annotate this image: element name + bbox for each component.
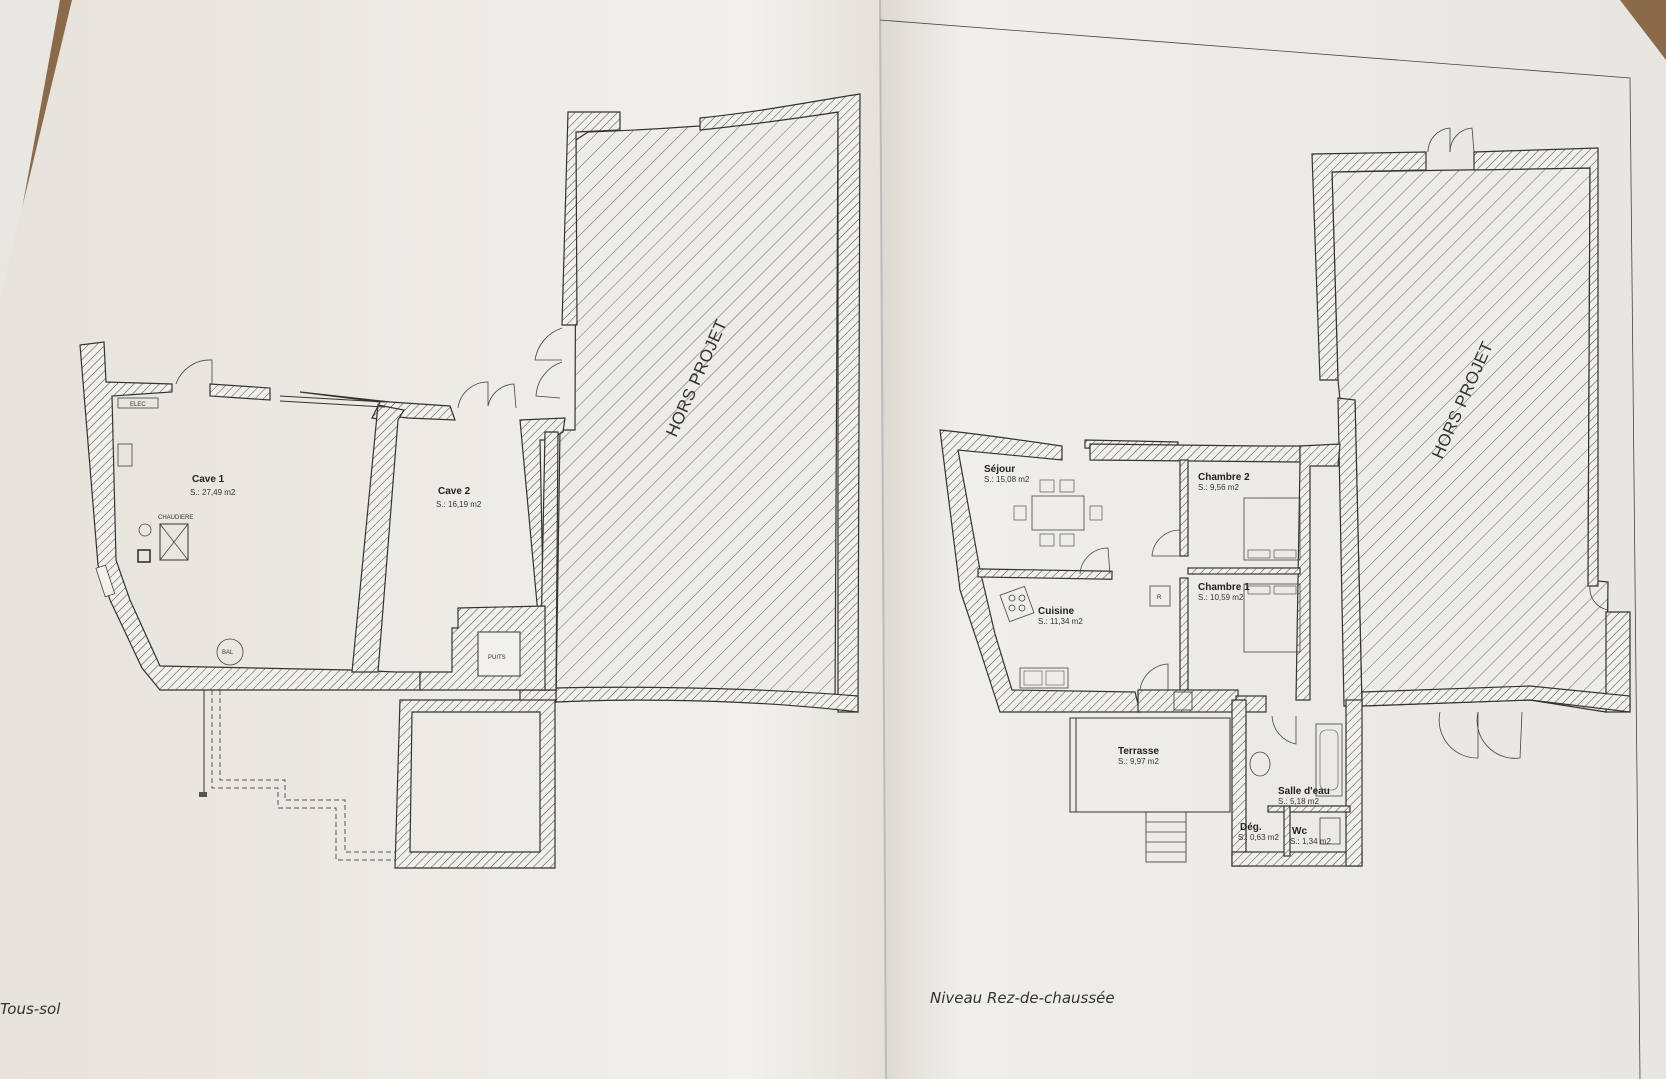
- house-outer-wall: [939, 429, 1141, 713]
- wall-bath-wc: [1267, 805, 1351, 813]
- wall-bath-bottom: [1231, 851, 1363, 867]
- sejour-name: Séjour: [984, 464, 1015, 475]
- cave-outer-wall: [79, 341, 421, 691]
- chambre2-area: S.: 9,56 m2: [1198, 483, 1239, 492]
- wall-sejour-chambre2: [1179, 459, 1189, 557]
- annex-wall: [394, 699, 556, 869]
- wall-deg-wc: [1283, 805, 1291, 857]
- wall-bath-right: [1345, 699, 1363, 867]
- terrasse-name: Terrasse: [1118, 746, 1159, 757]
- dining-table-icon: [1013, 479, 1103, 547]
- chambre1-name: Chambre 1: [1198, 582, 1250, 593]
- deg-name: Dég.: [1240, 822, 1262, 833]
- puits-label: PUITS: [488, 655, 506, 661]
- hors-side-door: [1589, 585, 1609, 611]
- side-door-swing-2: [535, 361, 563, 399]
- hors-door-top: [1427, 127, 1451, 153]
- left-dashed-outline-2: [211, 690, 395, 861]
- right-plan: R Séjour S.: 15,08 m2 Chambre 2 S.: 9,56…: [930, 127, 1631, 1007]
- left-hors-projet-wall-bottom: [555, 686, 859, 713]
- bed-chambre2-icon: [1243, 497, 1301, 561]
- cuisine-door: [1139, 663, 1169, 691]
- terrace-stairs: [1145, 811, 1187, 863]
- salle-deau-area: S.: 5,18 m2: [1278, 797, 1319, 806]
- bal-tank-icon: [216, 638, 244, 666]
- right-hors-projet-wall-top: [1473, 147, 1599, 587]
- bal-label: BAL: [222, 650, 234, 656]
- fridge-icon: [1149, 585, 1171, 607]
- cuisine-name: Cuisine: [1038, 606, 1075, 617]
- cave2-area: S.: 16,19 m2: [436, 500, 482, 509]
- cave2-door-swing: [457, 381, 489, 409]
- stair-hatch: [1173, 691, 1193, 711]
- chambre2-door: [1151, 529, 1181, 557]
- boiler-icon: [159, 523, 189, 561]
- cuisine-area: S.: 11,34 m2: [1038, 617, 1083, 626]
- house-top-wall-2: [1089, 443, 1301, 463]
- boiler-cross-2: [159, 523, 189, 561]
- round-tank-icon: [138, 523, 152, 537]
- elec-panel: [117, 397, 159, 409]
- elec-label: ELEC: [130, 402, 146, 408]
- left-level-label: Tous-sol: [0, 1000, 61, 1018]
- fridge-label: R: [1157, 595, 1162, 601]
- right-level-label: Niveau Rez-de-chaussée: [930, 989, 1115, 1007]
- hors-door-bottom-2: [1476, 711, 1523, 759]
- sheet-fold: [879, 0, 887, 1079]
- cave1-window: [95, 564, 116, 598]
- wc-area: S.: 1,34 m2: [1290, 837, 1331, 846]
- window-top-cave1-2: [279, 400, 386, 408]
- window-top-cave1: [279, 395, 386, 403]
- deg-area: S.: 0,63 m2: [1238, 833, 1279, 842]
- cave1-door-swing: [175, 359, 213, 385]
- right-sheet-border: [879, 19, 1641, 1079]
- cave1-area: S.: 27,49 m2: [190, 488, 236, 497]
- kitchen-sink-icon: [1019, 667, 1069, 689]
- wall-chambre2-chambre1: [1187, 567, 1301, 575]
- left-dashed-outline: [219, 690, 395, 853]
- sink-icon: [117, 443, 133, 467]
- terrasse-area: S.: 9,97 m2: [1118, 757, 1159, 766]
- wc-icon: [1319, 817, 1341, 845]
- right-hors-projet-wall-left: [1311, 151, 1427, 381]
- sejour-area: S.: 15,08 m2: [984, 475, 1030, 484]
- cave-top-wall: [209, 383, 271, 401]
- cave-partition: [351, 404, 405, 673]
- left-hors-projet-wall: [561, 111, 621, 326]
- hors-door-bottom: [1438, 711, 1479, 759]
- bed-chambre1-icon: [1243, 583, 1301, 653]
- wall-sejour-cuisine: [977, 568, 1113, 580]
- right-hors-projet-zone: [1331, 167, 1609, 713]
- square-tank-icon: [137, 549, 151, 563]
- bath-door: [1271, 715, 1297, 745]
- wc-name: Wc: [1292, 826, 1307, 837]
- sejour-cuisine-door: [1079, 547, 1111, 575]
- puits-box: [477, 631, 521, 677]
- left-post-foot: [199, 792, 207, 797]
- left-hors-projet-zone: [555, 111, 839, 706]
- cave1-name: Cave 1: [192, 474, 225, 485]
- chambre2-name: Chambre 2: [1198, 472, 1250, 483]
- washbasin-icon: [1249, 751, 1271, 777]
- salle-deau-name: Salle d'eau: [1278, 786, 1330, 797]
- left-plan: PUITS ELEC CHAUDIERE BAL Cave 1 S.: 27,4…: [0, 93, 861, 1018]
- house-top-wall-3: [1295, 443, 1341, 701]
- cave2-door-swing-2: [487, 383, 517, 409]
- stove-icon: [999, 585, 1035, 623]
- side-door-swing: [534, 327, 563, 361]
- bathtub-inner-icon: [1319, 729, 1339, 791]
- hors-door-top-2: [1449, 127, 1475, 153]
- chambre1-area: S.: 10,59 m2: [1198, 593, 1244, 602]
- chaudiere-label: CHAUDIERE: [158, 515, 193, 521]
- left-hors-projet-wall-right: [699, 93, 861, 713]
- cave2-name: Cave 2: [438, 486, 471, 497]
- bathtub-icon: [1315, 723, 1343, 797]
- wall-cuisine-chambre1: [1179, 577, 1189, 693]
